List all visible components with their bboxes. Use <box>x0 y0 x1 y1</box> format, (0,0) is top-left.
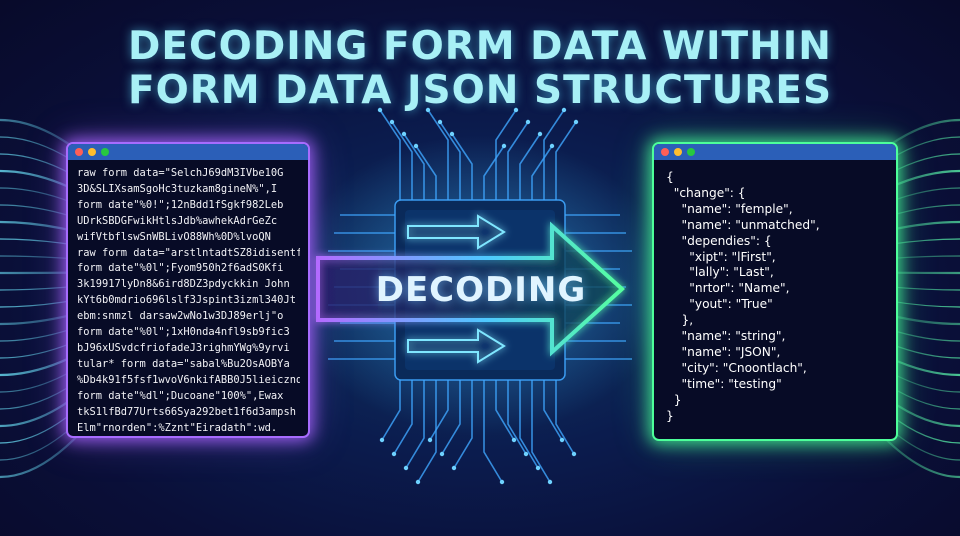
code-line: wifVtbflswSnWBLivO88Wh%0D%lvoQN <box>77 230 271 243</box>
window-minimize-dot[interactable] <box>88 148 96 156</box>
code-line: form date"%0l";Fyom950h2f6adS0Kfi <box>77 262 284 275</box>
code-line: tkS1lfBd77Urts66Sya292bet1f6d3ampsh <box>77 405 296 418</box>
code-line: raw form data="arstlntadtSZ8idisentfi <box>77 246 300 259</box>
arrow-right-icon <box>316 221 625 357</box>
code-line: } <box>666 408 674 423</box>
code-line: { <box>666 170 674 184</box>
window-close-dot[interactable] <box>75 148 83 156</box>
decoded-json-window: { "change": { "name": "femple", "name": … <box>652 142 898 441</box>
code-line: "name": "JSON", <box>666 344 781 359</box>
window-maximize-dot[interactable] <box>101 148 109 156</box>
code-line: "xipt": "lFirst", <box>666 249 776 264</box>
code-line: %Db4k91f5fsf1wvoV6nkifABB0J5lieicznd <box>77 373 300 386</box>
code-line: 3D&SLIXsamSgoHc3tuzkam8gineN%",I <box>77 182 278 195</box>
code-line: form date"%0!";12nBdd1fSgkf982Leb <box>77 198 284 211</box>
code-line: "lally": "Last", <box>666 265 774 280</box>
code-line: kYt6b0mdrio696lslf3Jspint3izml340Jt <box>77 294 296 307</box>
title-line-2: FORM DATA JSON STRUCTURES <box>127 68 833 113</box>
code-line: form date"%dl";Ducoane"100%",Ewax <box>77 389 284 402</box>
code-line: form date"%0l";1xH0nda4nfl9sb9fic3 <box>77 326 290 339</box>
code-line: tular* form data="sabal%Bu2OsAOBYa <box>77 357 290 370</box>
window-close-dot[interactable] <box>661 148 669 156</box>
code-line: }, <box>666 313 694 328</box>
window-maximize-dot[interactable] <box>687 148 695 156</box>
code-line: bJ96xUSvdcfriofadeJ3righmYWg%9yrvi <box>77 341 290 354</box>
code-line: "dependies": { <box>666 233 772 248</box>
small-arrow-top <box>407 214 506 250</box>
right-window-titlebar <box>654 144 896 160</box>
code-line: "name": "unmatched", <box>666 217 820 232</box>
code-line: Elm"rnorden":%Zznt"Eiradath":wd. <box>77 421 278 434</box>
decoding-label: DECODING <box>375 270 587 310</box>
title-line-1: DECODING FORM DATA WITHIN <box>128 24 832 69</box>
raw-form-data-text: raw form data="SelchJ69dM3IVbe10G 3D&SLIX… <box>68 160 308 436</box>
code-line: "change": { <box>666 185 746 200</box>
window-minimize-dot[interactable] <box>674 148 682 156</box>
code-line: 3k19917lyDn8&6ird8DZ3pdyckkin John <box>77 278 290 291</box>
code-line: "yout": "True" <box>666 297 773 312</box>
code-line: "time": "testing" <box>666 376 782 391</box>
left-window-titlebar <box>68 144 308 160</box>
code-line: UDrkSBDGFwikHtlsJdb%awhekAdrGeZc <box>77 214 278 227</box>
code-line: "city": "Cnoontlach", <box>666 360 807 375</box>
code-line: "name": "string", <box>666 329 786 344</box>
code-line: "nrtor": "Name", <box>666 281 790 296</box>
code-line: ebm:snmzl darsaw2wNo1w3DJ89erlj"o <box>77 310 284 323</box>
code-line: } <box>666 392 682 407</box>
code-line: "name": "femple", <box>666 201 793 216</box>
small-arrow-bottom <box>407 328 506 364</box>
code-line: raw form data="SelchJ69dM3IVbe10G <box>77 167 284 179</box>
raw-form-data-window: raw form data="SelchJ69dM3IVbe10G 3D&SLIX… <box>66 142 310 438</box>
decoded-json-text: { "change": { "name": "femple", "name": … <box>654 160 896 425</box>
